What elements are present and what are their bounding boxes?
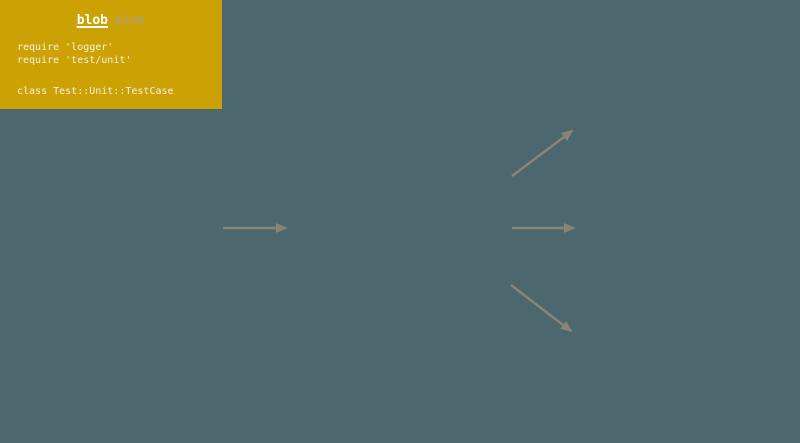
arrow-tree-to-blob-cba0a <box>510 284 573 333</box>
blob-text-line: class Test::Unit::TestCase <box>17 86 174 97</box>
arrow-tree-to-blob-5b1d3 <box>511 129 574 177</box>
blob-object-box-cba0a: blob size require 'logger' require 'test/… <box>0 0 222 109</box>
blob-header: blob size <box>0 13 222 29</box>
blob-keyword: blob <box>76 13 108 28</box>
blob-text-line: require 'logger' <box>17 42 114 53</box>
blob-content: require 'logger' require 'test/unit' cla… <box>0 41 222 98</box>
blob-text-line: require 'test/unit' <box>17 55 132 66</box>
blob-text-line <box>17 76 218 85</box>
blob-text-line <box>17 67 218 76</box>
blob-size-value: size <box>114 13 146 28</box>
